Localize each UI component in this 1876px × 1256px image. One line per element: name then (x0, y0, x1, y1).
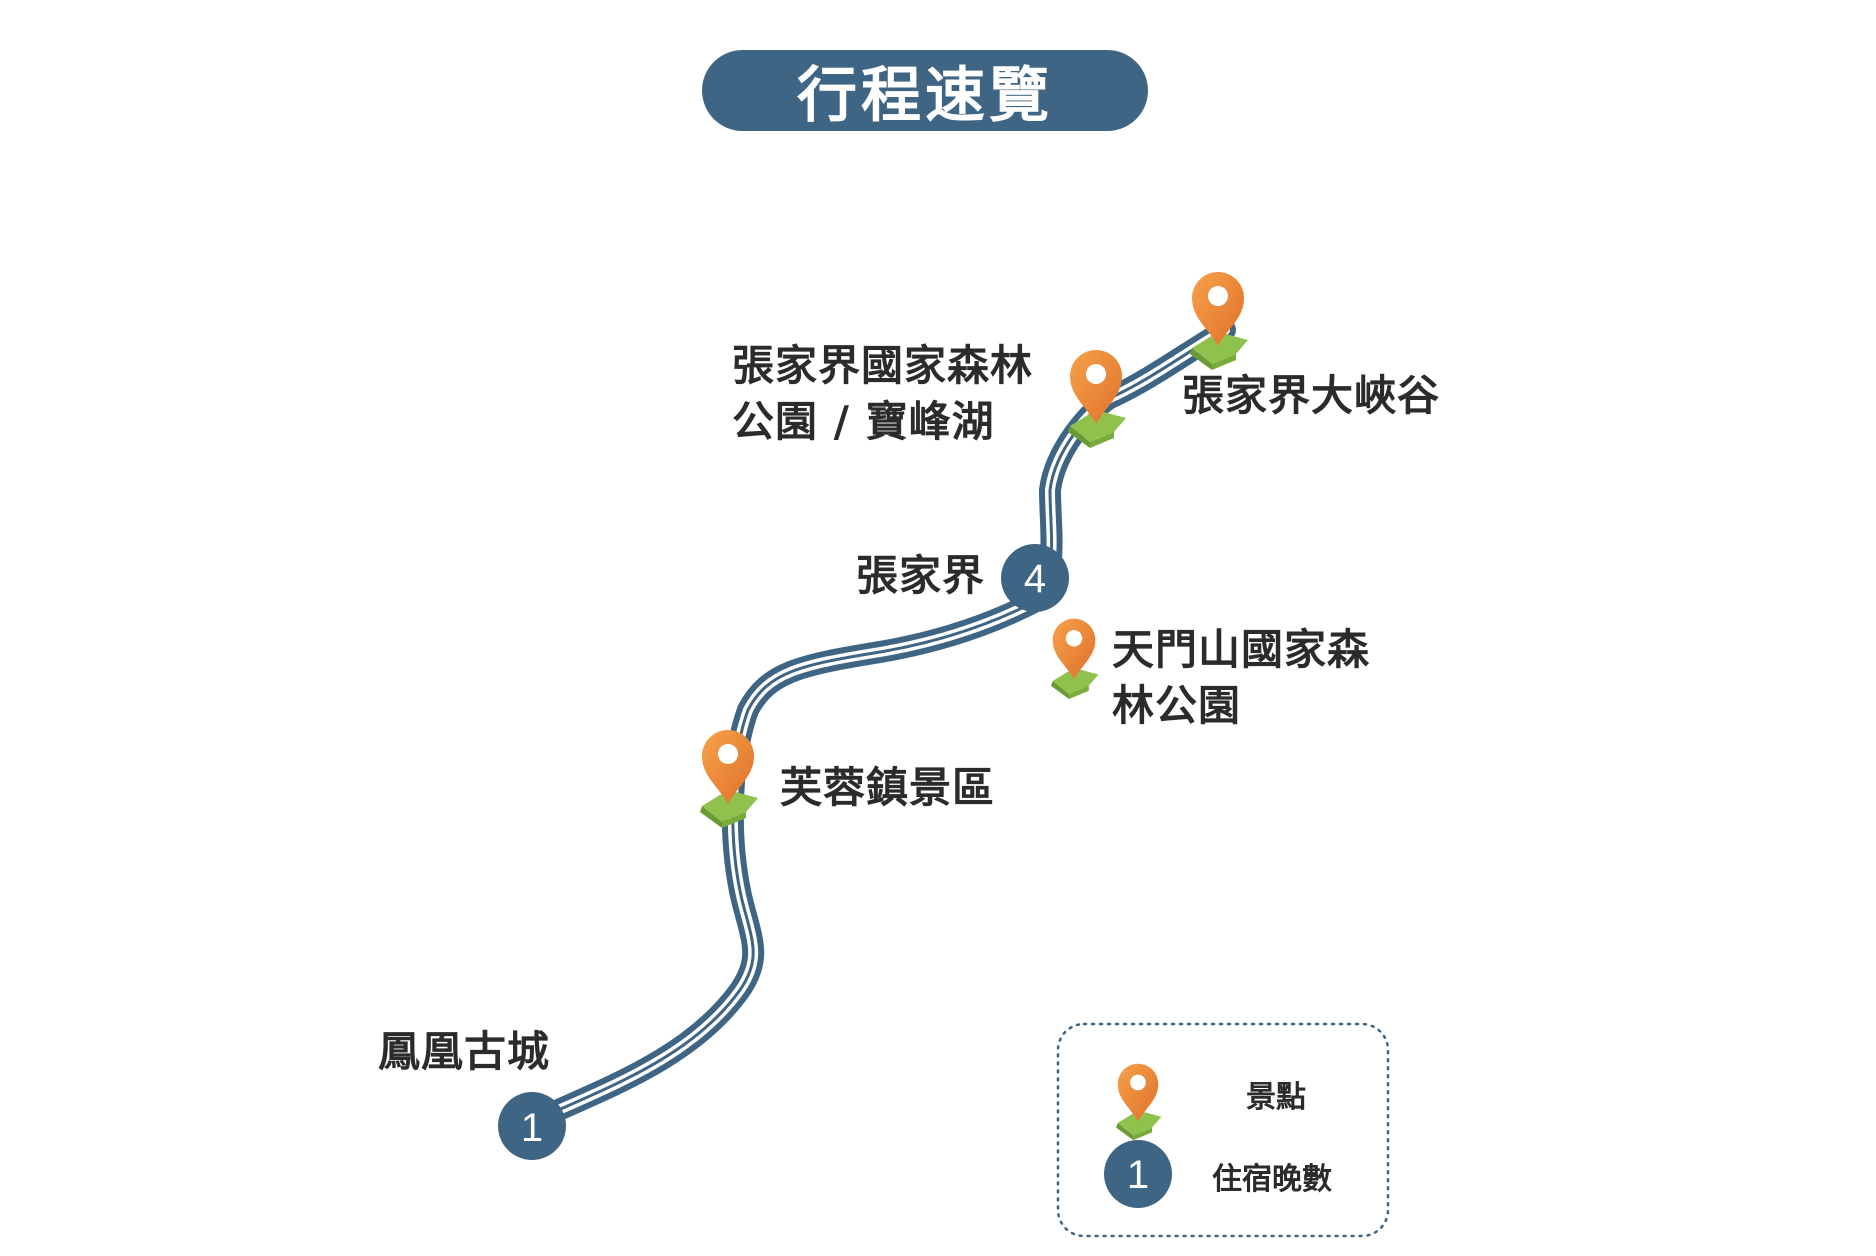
legend-badge-number: 1 (1127, 1153, 1149, 1197)
legend-pin-label: 景點 (1246, 1080, 1306, 1115)
page-title-text: 行程速覽 (797, 61, 1053, 131)
grand-canyon-pin-icon (1190, 272, 1248, 370)
tianmen-pin-icon (1051, 618, 1099, 700)
forest-park-label-line1: 張家界國家森林 (732, 341, 1034, 390)
zhangjiajie-label: 張家界 (856, 551, 986, 600)
tianmen-label-line1: 天門山國家森 (1112, 625, 1371, 674)
furong-label: 芙蓉鎮景區 (780, 763, 996, 812)
zhangjiajie-nights: 4 (1024, 557, 1046, 601)
legend: 1 (1056, 1022, 1390, 1238)
fenghuang-label: 鳳凰古城 (378, 1027, 551, 1076)
fenghuang-lodging-badge: 1 (498, 1092, 566, 1160)
furong-pin-icon (700, 730, 758, 828)
page-title: 行程速覽 (702, 50, 1148, 131)
zhangjiajie-lodging-badge: 4 (1001, 544, 1069, 612)
grand-canyon-label: 張家界大峽谷 (1182, 371, 1441, 420)
legend-frame (1056, 1022, 1390, 1238)
legend-badge-label: 住宿晚數 (1212, 1162, 1332, 1197)
legend-lodging-badge (1104, 1140, 1172, 1208)
fenghuang-nights: 1 (521, 1106, 543, 1150)
tianmen-label-line2: 林公園 (1112, 681, 1242, 730)
forest-park-label-line2: 公園 / 寶峰湖 (732, 397, 995, 446)
